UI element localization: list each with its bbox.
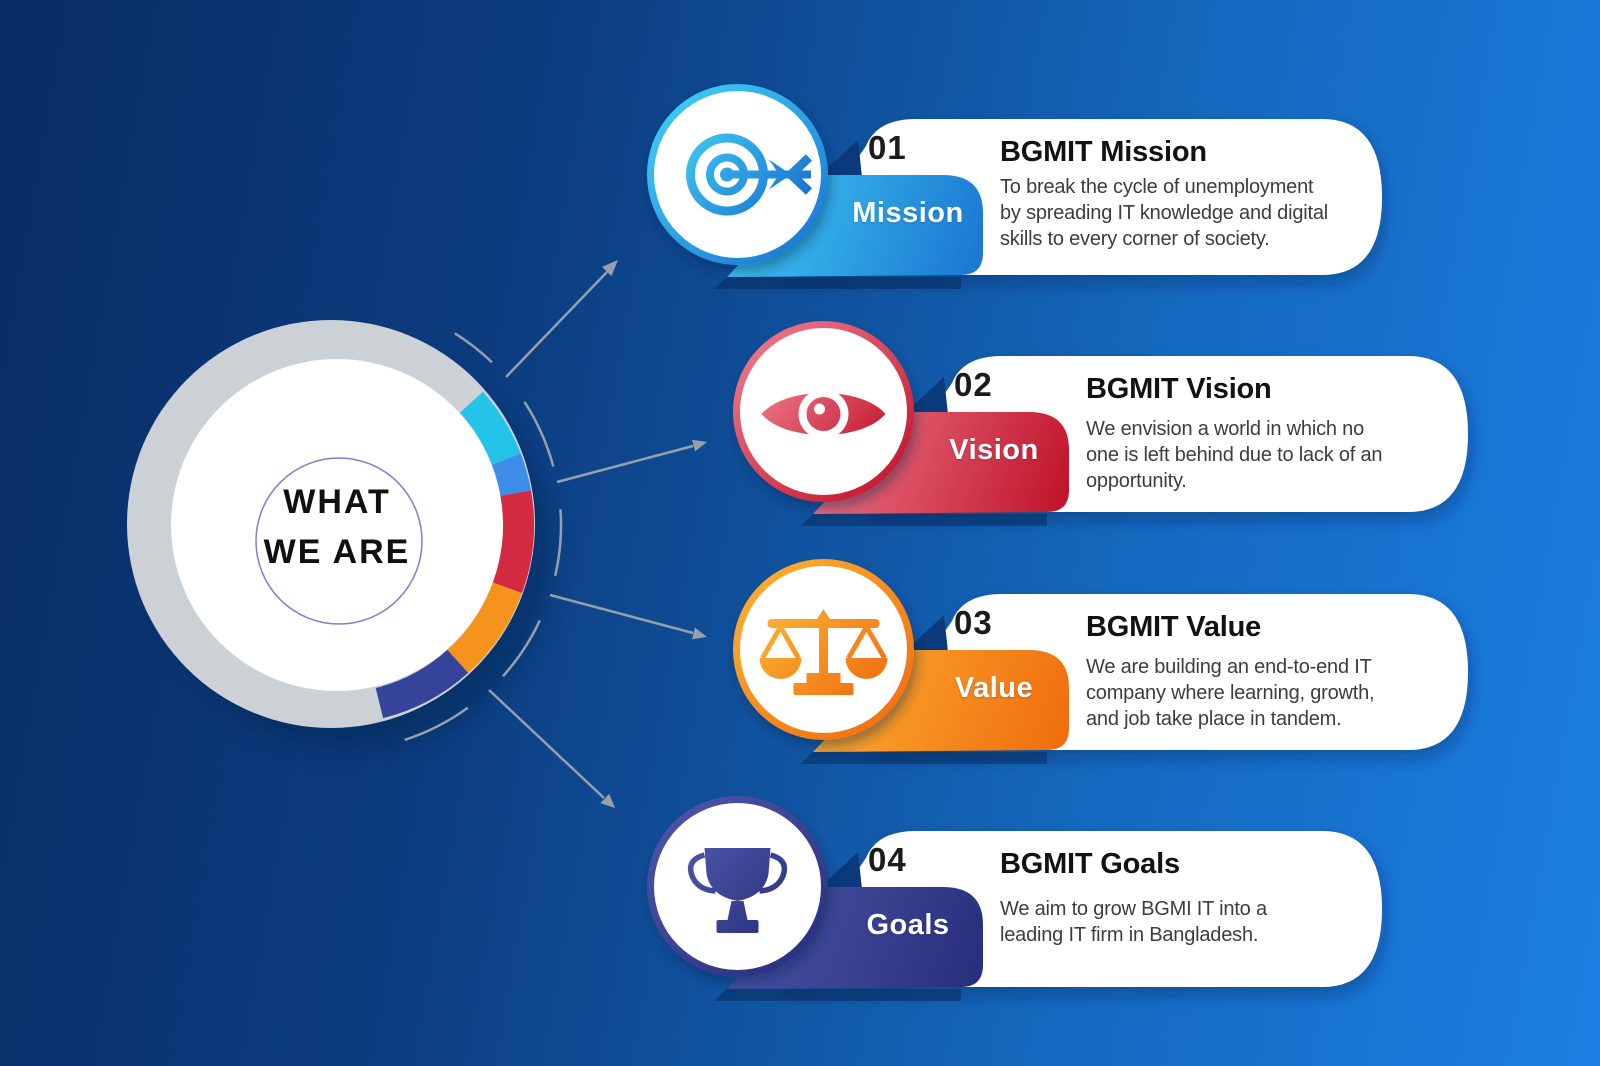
card-shape-value <box>733 559 1468 764</box>
fold-wedge <box>818 852 862 889</box>
card-shape-goals <box>647 796 1382 1001</box>
target-arrow-icon <box>686 133 813 216</box>
card-description-value: We are building an end-to-end IT company… <box>1086 656 1375 730</box>
center-title-line2: WE ARE <box>263 533 411 571</box>
arc-blue <box>491 453 531 497</box>
step-number-mission: 01 <box>868 129 907 166</box>
ribbon-shadow <box>714 277 961 289</box>
step-number-value: 03 <box>954 604 993 641</box>
fold-wedge <box>904 615 948 652</box>
arc-navy <box>375 649 469 719</box>
arrow-to-vision <box>556 439 707 484</box>
ribbon <box>727 175 983 277</box>
ribbon-shadow <box>800 752 1047 764</box>
ribbon-shadow <box>714 989 961 1001</box>
card-description-vision: We envision a world in which no one is l… <box>1086 418 1383 492</box>
outer-broken-ring <box>404 332 563 742</box>
arrow-to-goals <box>488 689 615 808</box>
center-wheel <box>127 320 563 750</box>
trophy-icon <box>687 848 788 933</box>
arrow-to-value <box>549 593 707 640</box>
card-title-goals: BGMIT Goals <box>1000 848 1180 880</box>
step-number-goals: 04 <box>868 841 907 878</box>
card-title-value: BGMIT Value <box>1086 611 1262 643</box>
step-number-vision: 02 <box>954 366 993 403</box>
ribbon-shadow <box>800 514 1047 526</box>
ribbon <box>727 887 983 989</box>
ribbon-label-mission: Mission <box>852 197 964 229</box>
ribbon <box>813 412 1069 514</box>
ribbon-label-vision: Vision <box>949 434 1039 466</box>
center-title-line1: WHAT <box>283 483 391 521</box>
arrow-to-mission <box>505 260 618 378</box>
scales-icon <box>759 609 888 695</box>
arc-red <box>492 490 534 594</box>
connector-arrows <box>488 260 707 808</box>
wheel-colored-arcs <box>375 391 534 719</box>
center-text-outline-circle <box>255 457 423 625</box>
arc-orange <box>447 582 522 673</box>
card-shape-mission <box>647 84 1382 289</box>
center-title: WHAT WE ARE <box>187 477 487 577</box>
arc-cyan <box>459 391 521 466</box>
ribbon <box>813 650 1069 752</box>
fold-wedge <box>818 140 862 177</box>
ribbon-label-goals: Goals <box>866 909 950 941</box>
card-description-mission: To break the cycle of unemployment by sp… <box>1000 176 1329 250</box>
card-title-mission: BGMIT Mission <box>1000 136 1207 168</box>
card-description-goals: We aim to grow BGMI IT into a leading IT… <box>1000 898 1267 946</box>
card-shape-vision <box>733 321 1468 526</box>
card-title-vision: BGMIT Vision <box>1086 373 1272 405</box>
fold-wedge <box>904 377 948 414</box>
wheel-white-circle <box>171 359 503 691</box>
eye-icon <box>761 389 886 439</box>
ribbon-label-value: Value <box>954 672 1034 704</box>
